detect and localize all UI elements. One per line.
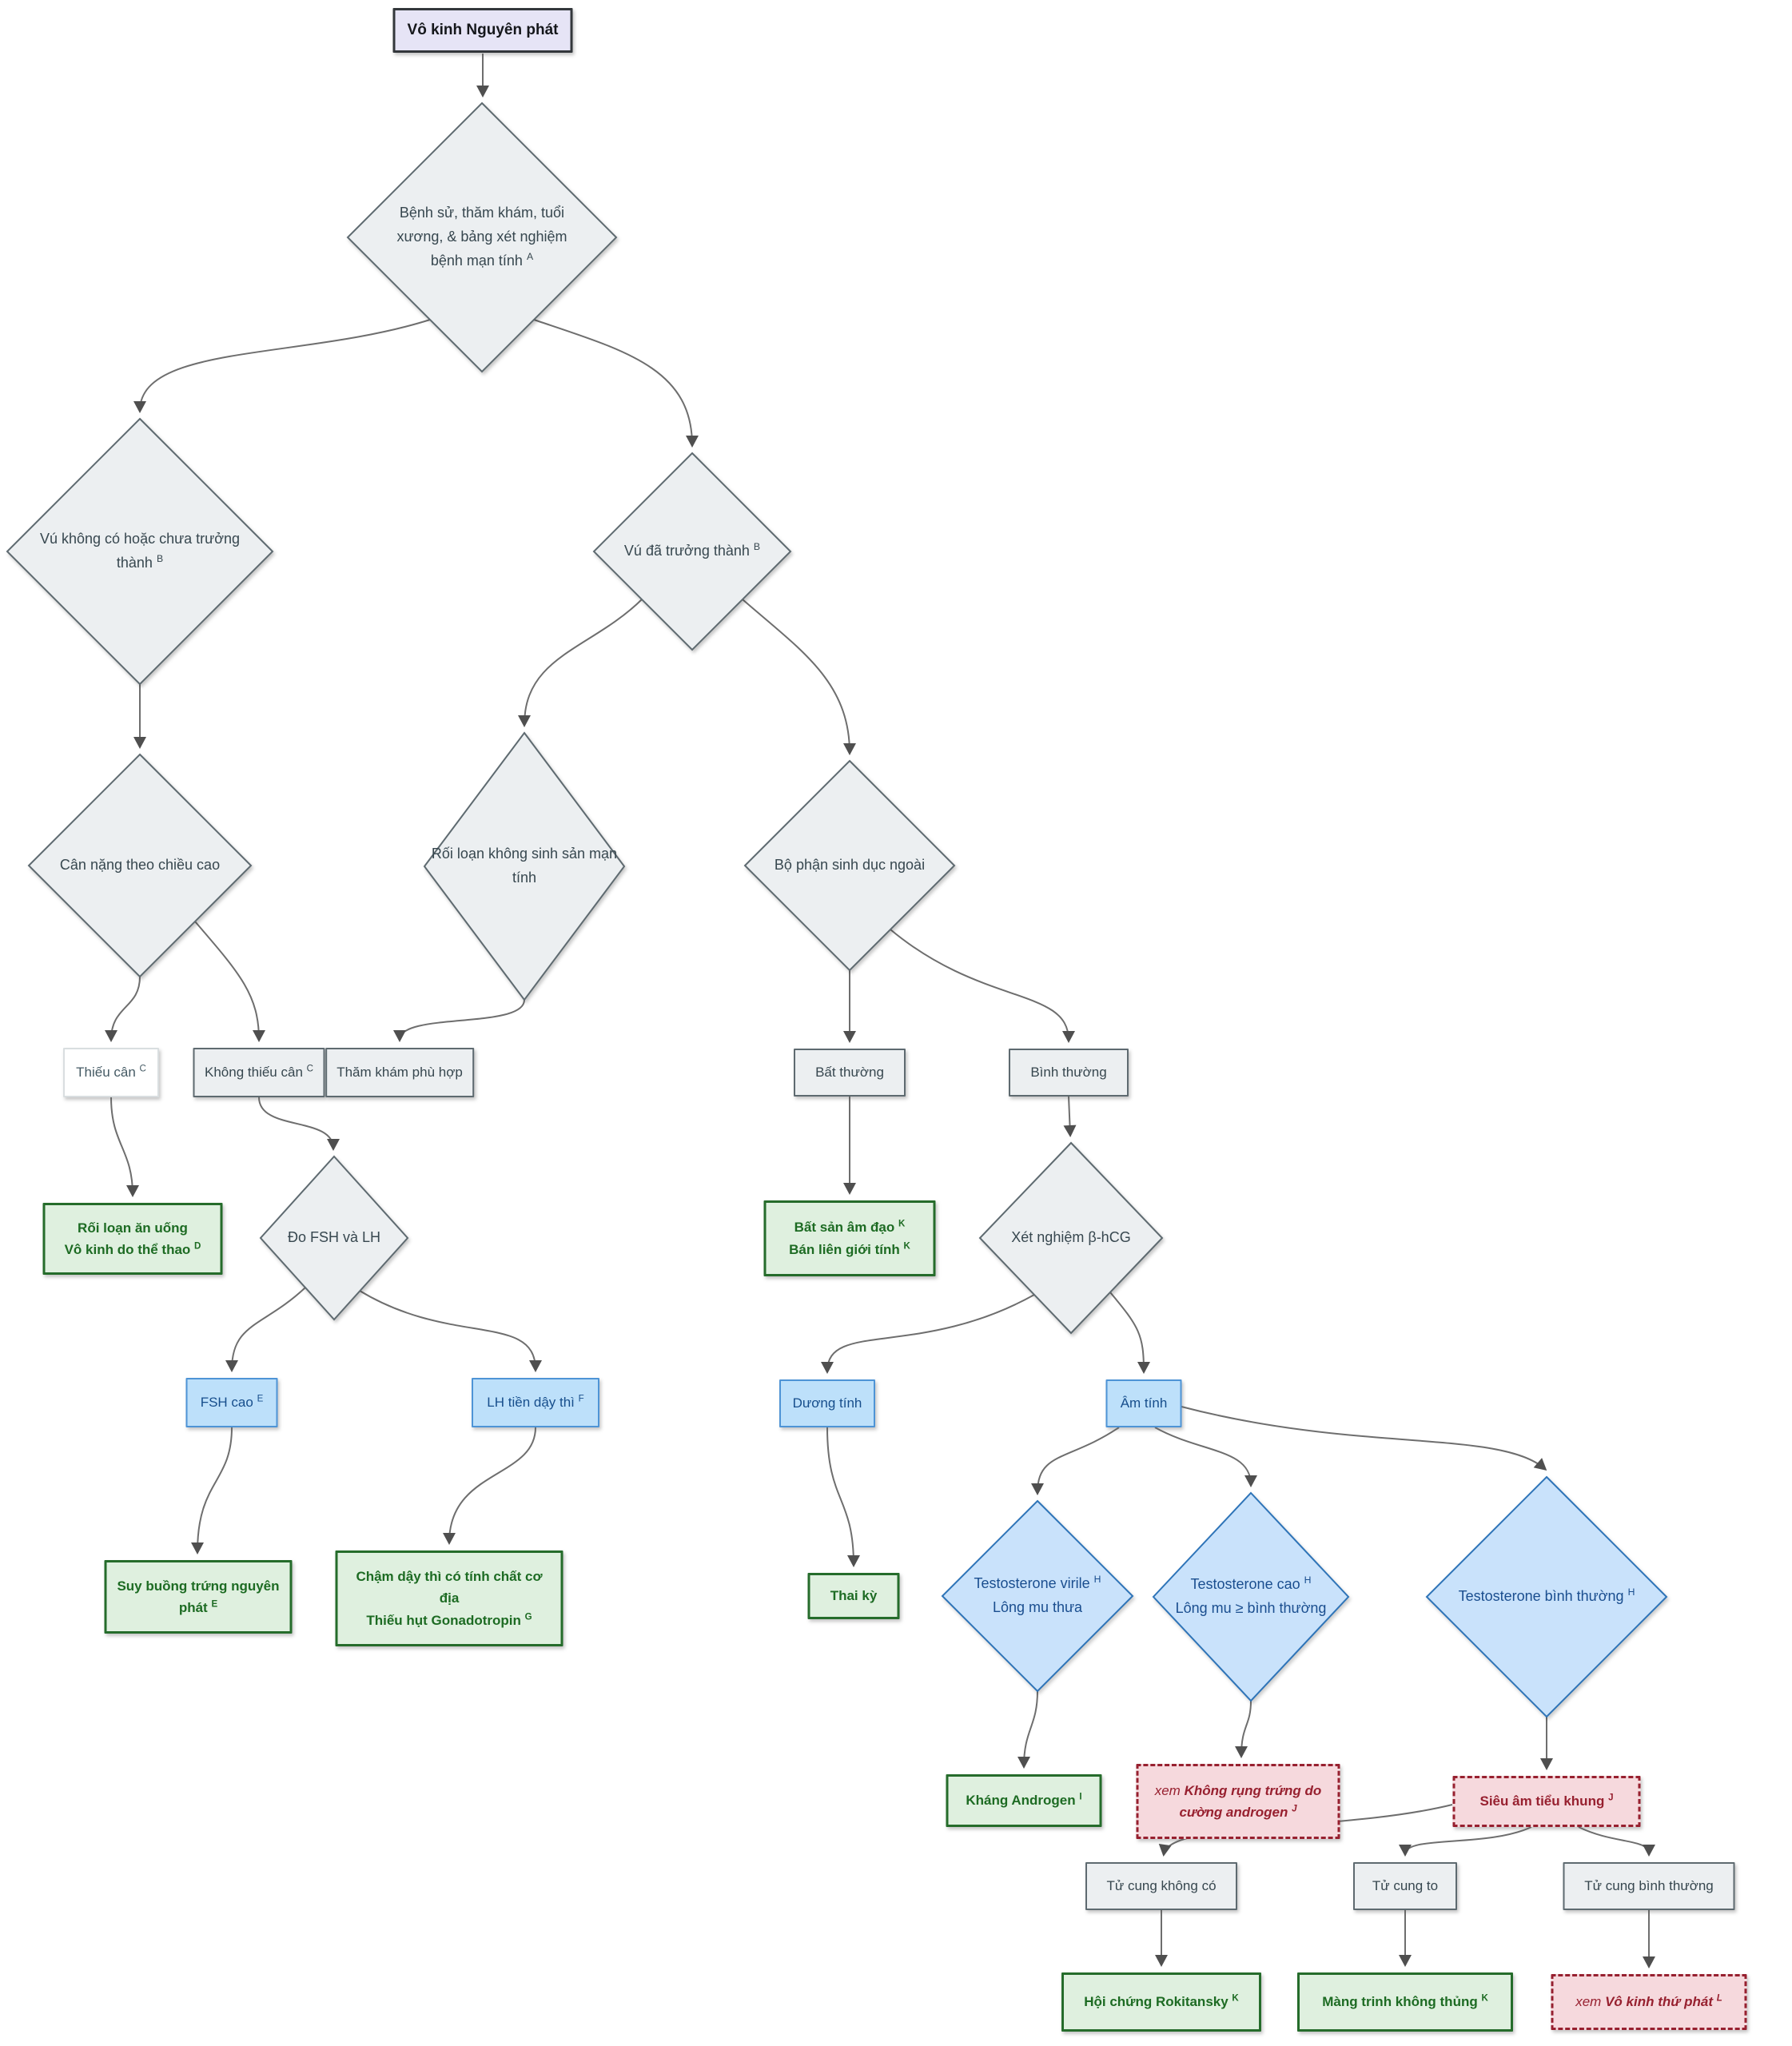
node-not-underweight: Không thiếu cân C: [193, 1048, 325, 1097]
edge-fshhigh-ovarian: [191, 1427, 233, 1554]
edge-negative-high: [1154, 1427, 1257, 1487]
decision-testosterone-normal-shape: [1425, 1475, 1668, 1718]
edge-virile-androgen: [1017, 1690, 1038, 1769]
node-appropriate-exam: Thăm khám phù hợp: [325, 1048, 474, 1097]
edge-fshlh-fshhigh: [225, 1287, 306, 1372]
node-normal: Bình thường: [1009, 1049, 1129, 1097]
decision-fshlh-shape: [259, 1155, 409, 1321]
edge-bhcg-negative: [1109, 1292, 1150, 1374]
node-see-secondary: xem Vô kinh thứ phát L: [1551, 1974, 1747, 2030]
edge-workup-breast-absent: [133, 319, 431, 413]
node-see-anovulation: xem Không rụng trứng do cường androgen J: [1136, 1764, 1340, 1839]
node-negative: Âm tính: [1105, 1379, 1182, 1427]
edge-positive-pregnancy: [826, 1427, 860, 1567]
edge-genitalia-normal: [890, 929, 1075, 1043]
edge-underweight-eating: [110, 1097, 139, 1197]
decision-workup-shape: [346, 102, 618, 373]
node-start: Vô kinh Nguyên phát: [392, 8, 573, 53]
edge-workup-breast-mature: [533, 319, 699, 448]
decision-bhcg-shape: [978, 1141, 1164, 1335]
node-uterus-absent: Tử cung không có: [1085, 1862, 1237, 1910]
node-uterus-normal: Tử cung bình thường: [1563, 1862, 1735, 1910]
edge-notunderweight-fshlh: [258, 1097, 340, 1151]
node-underweight: Thiếu cân C: [63, 1048, 159, 1097]
node-vaginal-agenesis: Bất sản âm đạo K Bán liên giới tính K: [763, 1200, 936, 1276]
edge-weight-notunderweight: [194, 921, 265, 1042]
edge-bhcg-positive: [821, 1294, 1035, 1374]
node-uterus-enlarged: Tử cung to: [1353, 1862, 1457, 1910]
edge-negative-normal: [1181, 1406, 1547, 1471]
node-fsh-high: FSH cao E: [185, 1378, 278, 1427]
node-positive: Dương tính: [779, 1379, 875, 1427]
edge-breastmature-genitalia: [742, 599, 856, 755]
node-imperforate-hymen: Màng trinh không thủng K: [1297, 1972, 1513, 2032]
decision-testosterone-high-shape: [1152, 1491, 1350, 1702]
decision-breast-absent-shape: [6, 417, 274, 686]
edge-ultrasound-unormal: [1578, 1826, 1655, 1857]
edge-normal-bhcg: [1063, 1096, 1077, 1137]
decision-breast-mature-shape: [592, 452, 792, 651]
edge-breastmature-chronic: [518, 599, 643, 727]
edge-high-seeanovulation: [1235, 1700, 1252, 1758]
node-lh-prepubertal: LH tiền dậy thì F: [472, 1378, 599, 1427]
decision-testosterone-virile-shape: [941, 1499, 1134, 1693]
node-ovarian-failure: Suy buồng trứng nguyên phát E: [104, 1560, 293, 1634]
node-pelvic-ultrasound: Siêu âm tiểu khung J: [1452, 1776, 1641, 1827]
edge-negative-virile: [1031, 1427, 1120, 1495]
node-eating-disorder: Rối loạn ăn uống Vô kinh do thể thao D: [42, 1203, 223, 1275]
decision-weight-shape: [27, 753, 253, 978]
decision-chronic-shape: [423, 731, 626, 1001]
node-androgen-insensitivity: Kháng Androgen I: [946, 1774, 1102, 1827]
edge-weight-underweight: [105, 976, 141, 1042]
node-abnormal: Bất thường: [794, 1049, 906, 1097]
edge-ultrasound-uenlarged: [1399, 1826, 1532, 1857]
node-constitutional-delay: Chậm dậy thì có tính chất cơ địa Thiếu h…: [335, 1550, 563, 1646]
node-rokitansky: Hội chứng Rokitansky K: [1061, 1972, 1261, 2032]
edge-lhpre-delay: [443, 1427, 536, 1545]
edge-fshlh-lhpre: [359, 1290, 542, 1372]
node-pregnancy: Thai kỳ: [807, 1573, 900, 1619]
decision-genitalia-shape: [743, 759, 956, 972]
edge-chronic-exam: [393, 999, 525, 1042]
